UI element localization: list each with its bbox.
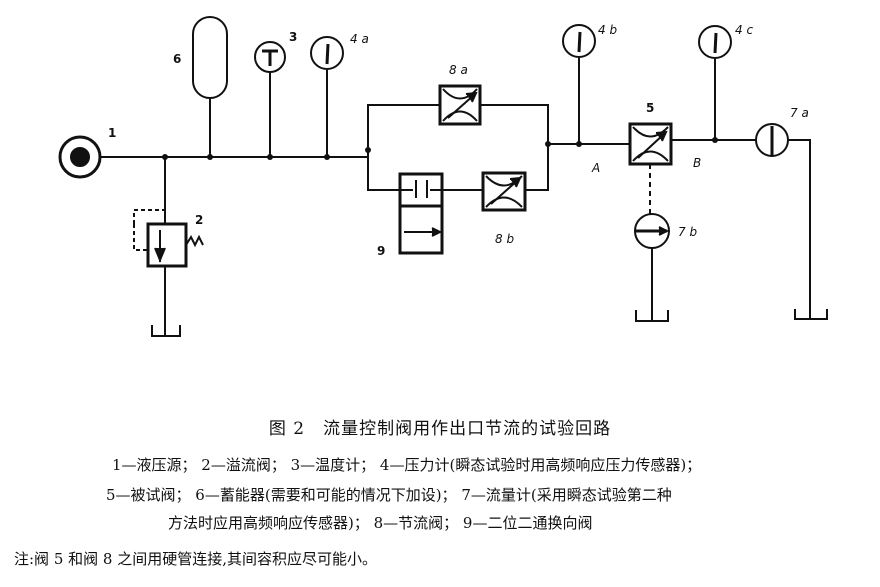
hydraulic-source-symbol: [58, 135, 102, 179]
accumulator-symbol: [192, 16, 228, 99]
tank-symbol-relief: [151, 325, 181, 337]
label-flowmeter-7b: 7 b: [678, 225, 697, 239]
tank-symbol-7a: [794, 309, 828, 320]
flowmeter-7a-symbol: [755, 123, 789, 157]
relief-valve-symbol: [133, 209, 204, 268]
label-accumulator: 6: [173, 52, 181, 66]
label-gauge-4b: 4 b: [598, 23, 617, 37]
flowmeter-7a-return-line: [788, 139, 811, 318]
test-valve-5-symbol: [628, 122, 673, 166]
label-flowmeter-7a: 7 a: [790, 106, 809, 120]
flowmeter-7b-symbol: [634, 213, 670, 249]
throttle-valve-8b-symbol: [481, 171, 527, 212]
label-thermometer: 3: [289, 30, 297, 44]
pressure-gauge-4c-symbol: [698, 25, 732, 59]
legend-line-1: 1—液压源； 2—溢流阀； 3—温度计； 4—压力计(瞬态试验时用高频响应压力传…: [112, 456, 702, 474]
label-throttle-8b: 8 b: [495, 232, 514, 246]
figure-caption: 图 2 流量控制阀用作出口节流的试验回路: [268, 419, 612, 439]
parallel-loop-lines: [367, 104, 549, 191]
label-throttle-8a: 8 a: [449, 63, 468, 77]
label-point-a: A: [591, 161, 600, 175]
thermometer-symbol: [254, 41, 286, 73]
junction-dots: [162, 137, 718, 160]
label-point-b: B: [693, 156, 701, 170]
label-test-valve: 5: [646, 101, 654, 115]
label-relief-valve: 2: [195, 213, 203, 227]
legend-line-3: 方法时应用高频响应传感器)； 8—节流阀； 9—二位二通换向阀: [168, 514, 593, 532]
hydraulic-circuit-diagram: 1 2 6 3 4 a 4 b 4 c 8 a 8 b 9 5 7 a 7 b …: [58, 16, 828, 337]
legend-line-2: 5—被试阀； 6—蓄能器(需要和可能的情况下加设)； 7—流量计(采用瞬态试验第…: [106, 486, 672, 504]
label-gauge-4c: 4 c: [735, 23, 753, 37]
pressure-gauge-4b-symbol: [562, 24, 596, 58]
label-directional-valve: 9: [377, 244, 385, 258]
label-source: 1: [108, 126, 116, 140]
directional-valve-9-symbol: [398, 172, 444, 255]
label-gauge-4a: 4 a: [350, 32, 369, 46]
figure-note: 注:阀 5 和阀 8 之间用硬管连接,其间容积应尽可能小。: [14, 550, 377, 568]
pressure-gauge-4a-symbol: [310, 36, 344, 70]
tank-symbol-7b: [635, 310, 669, 322]
throttle-valve-8a-symbol: [438, 84, 482, 126]
